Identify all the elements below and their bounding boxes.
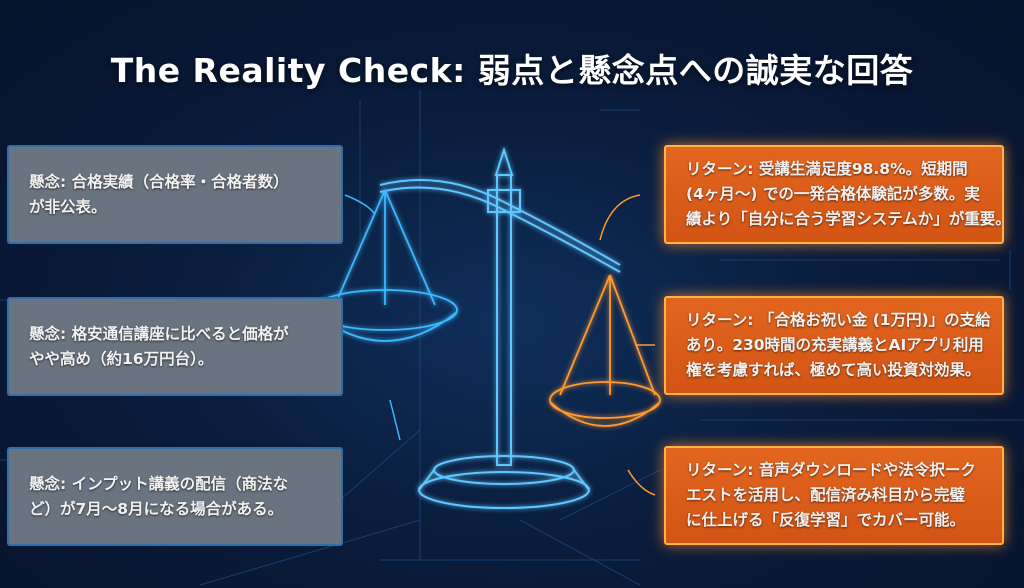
concern-text: が非公表。 <box>29 197 107 216</box>
connector-arrows <box>344 194 656 496</box>
return-card: リターン: 受講生満足度98.8%。短期間 (4ヶ月～) での一発合格体験記が多… <box>664 145 1011 244</box>
concern-text: 懸念: 格安通信講座に比べると価格が <box>29 324 289 343</box>
return-card: リターン: 音声ダウンロードや法令択ーク エストを活用し、配信済み科目から完璧 … <box>664 446 1004 545</box>
scale-stand <box>379 146 621 509</box>
concern-card: 懸念: インプット講義の配信（商法な ど）が7月～8月になる場合がある。 <box>7 447 343 546</box>
concern-card: 懸念: 格安通信講座に比べると価格が やや高め（約16万円台）。 <box>7 297 343 396</box>
return-text: 績より「自分に合う学習システムか」が重要。 <box>686 210 1011 228</box>
page-title: The Reality Check: 弱点と懸念点への誠実な回答 <box>110 51 914 90</box>
concern-text: ど）が7月～8月になる場合がある。 <box>29 499 284 518</box>
right-pan <box>549 274 661 427</box>
return-text: リターン: 音声ダウンロードや法令択ーク <box>686 461 976 479</box>
concern-text: 懸念: 合格実績（合格率・合格者数） <box>29 172 289 191</box>
return-text: に仕上げる「反復学習」でカバー可能。 <box>686 511 966 529</box>
return-card: リターン: 「合格お祝い金 (1万円)」の支給 あり。230時間の充実講義とAI… <box>664 296 1004 395</box>
return-text: エストを活用し、配信済み科目から完璧 <box>686 486 966 504</box>
return-text: 権を考慮すれば、極めて高い投資対効果。 <box>686 361 981 379</box>
concern-card: 懸念: 合格実績（合格率・合格者数） が非公表。 <box>7 145 343 244</box>
return-text: (4ヶ月～) での一発合格体験記が多数。実 <box>686 185 980 203</box>
return-text: あり。230時間の充実講義とAIアプリ利用 <box>686 336 984 354</box>
return-text: リターン: 「合格お祝い金 (1万円)」の支給 <box>686 311 991 329</box>
concern-text: 懸念: インプット講義の配信（商法な <box>29 474 289 493</box>
circuit-lines <box>0 90 1024 586</box>
concern-text: やや高め（約16万円台）。 <box>29 349 214 368</box>
return-text: リターン: 受講生満足度98.8%。短期間 <box>686 160 968 178</box>
